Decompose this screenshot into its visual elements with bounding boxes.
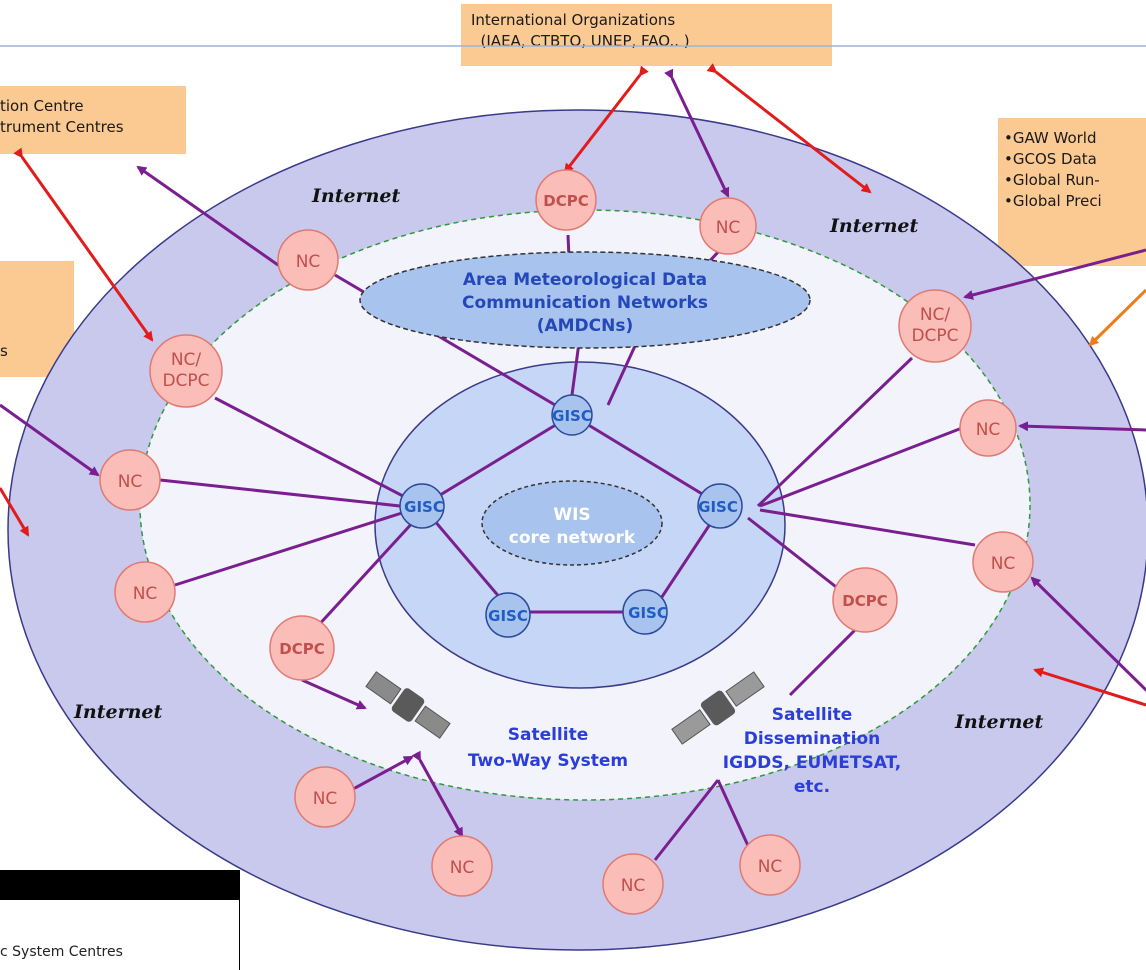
dcpc-node-top: DCPC — [535, 169, 597, 231]
link-nc-gisc-r2 — [759, 508, 976, 547]
svg-text:NC: NC — [991, 554, 1016, 574]
svg-text:NC: NC — [133, 584, 158, 604]
arrow-orange — [1088, 288, 1146, 347]
amdcn-label-3: (AMDCNs) — [537, 316, 634, 336]
svg-text:NC: NC — [976, 420, 1001, 440]
wis-core-label-1: WIS — [553, 505, 590, 525]
instrument-centres-box: tion Centre trument Centres — [0, 86, 186, 154]
svg-text:NC: NC — [313, 789, 338, 809]
amdcn-label-2: Communication Networks — [462, 293, 708, 313]
arrow-nc-sat — [345, 755, 414, 797]
gisc-node-top: GISC — [551, 394, 593, 436]
gisc-node-bottom-left: GISC — [485, 592, 531, 638]
gisc-pentagon-links — [419, 413, 725, 614]
arrow-left-nc — [0, 403, 100, 477]
svg-text:DCPC: DCPC — [842, 592, 887, 610]
gisc-node-bottom-right: GISC — [622, 589, 668, 635]
nc-node-bottom-3: NC — [602, 853, 664, 915]
gisc-nodes: GISC GISC GISC GISC GISC — [399, 394, 743, 638]
arrow-sat-nc — [411, 750, 464, 838]
nc-dcpc-nodes: DCPC NC NC NC/DCPC NC/DCPC NC NC DCPC NC… — [99, 169, 1034, 915]
arrow-right-internet — [1033, 667, 1146, 713]
wis-core-label-2: core network — [509, 528, 636, 548]
dcpc-node-left-low: DCPC — [269, 615, 335, 681]
sat-diss-label-4: etc. — [794, 777, 830, 797]
svg-text:DCPC: DCPC — [911, 326, 958, 346]
arrow-nc-right — [1018, 421, 1146, 432]
sat-diss-label-3: IGDDS, EUMETSAT, — [723, 753, 901, 773]
arrow-intl-dcpc — [563, 65, 649, 174]
link-dcpc-gisc-l — [303, 518, 417, 642]
arrow-leftbox-ncdcpc — [13, 147, 154, 342]
internet-label-bottom-left: Internet — [73, 701, 162, 723]
sat-twoway-label-1: Satellite — [508, 725, 589, 745]
nc-dcpc-node-left: NC/DCPC — [149, 334, 223, 408]
link-ncdcpc-gisc-l — [214, 396, 423, 508]
sat-twoway-label-2: Two-Way System — [468, 751, 628, 771]
gaw-gcos-centres-box: •GAW World •GCOS Data •Global Run- •Glob… — [998, 118, 1146, 266]
nc-node-left-mid: NC — [99, 449, 161, 511]
svg-text:NC/: NC/ — [920, 305, 951, 325]
link-nc-gisc-l1 — [159, 478, 401, 508]
arrow-ncdcpc-right — [963, 248, 1146, 300]
svg-text:NC: NC — [716, 218, 741, 238]
nc-node-bottom-2: NC — [431, 835, 493, 897]
satellite-icon-right — [671, 671, 765, 745]
amdcn-ellipse — [359, 251, 811, 349]
legend-text: c System Centres — [0, 944, 123, 960]
svg-text:DCPC: DCPC — [279, 640, 324, 658]
sat-diss-label-1: Satellite — [772, 705, 853, 725]
link-sat-nc1 — [653, 779, 720, 861]
arrow-intl-internet — [706, 63, 872, 194]
arrow-dcpc-sat — [301, 678, 367, 710]
gisc-node-right: GISC — [697, 483, 743, 529]
internet-label-bottom-right: Internet — [954, 711, 1043, 733]
internet-label-top-left: Internet — [311, 185, 400, 207]
svg-text:DCPC: DCPC — [162, 371, 209, 391]
arrow-left-internet — [0, 487, 30, 537]
nc-node-bottom-1: NC — [294, 766, 356, 828]
svg-text:NC: NC — [621, 876, 646, 896]
nc-node-bottom-4: NC — [739, 834, 801, 896]
internet-label-top-right: Internet — [829, 215, 918, 237]
svg-text:NC: NC — [296, 252, 321, 272]
wis-core-ellipse — [481, 480, 663, 566]
legend-header-bar — [0, 870, 240, 900]
gisc-node-left: GISC — [399, 483, 445, 529]
satellite-icon-left — [365, 671, 451, 739]
arrow-nc-leftbox — [136, 165, 288, 274]
nc-node-right-mid: NC — [959, 399, 1017, 457]
link-sat-nc2 — [716, 779, 752, 851]
svg-text:NC: NC — [450, 858, 475, 878]
amdcn-label-1: Area Meteorological Data — [463, 270, 707, 290]
svg-text:NC: NC — [118, 472, 143, 492]
dcpc-node-right-low: DCPC — [832, 567, 898, 633]
link-nc-gisc-r1 — [759, 426, 963, 508]
svg-text:GISC: GISC — [552, 407, 592, 425]
nc-node-top-left: NC — [277, 229, 339, 291]
nc-node-left-low: NC — [114, 561, 176, 623]
svg-text:GISC: GISC — [628, 604, 668, 622]
nc-node-top-right: NC — [699, 197, 757, 255]
link-nc-gisc-l2 — [174, 510, 406, 587]
svg-text:GISC: GISC — [404, 498, 444, 516]
nc-dcpc-node-right: NC/DCPC — [898, 289, 972, 363]
svg-text:GISC: GISC — [698, 498, 738, 516]
svg-text:DCPC: DCPC — [543, 192, 588, 210]
link-dcpc-sat — [788, 628, 857, 697]
link-ncdcpc-gisc-r — [756, 356, 914, 508]
sat-diss-label-2: Dissemination — [744, 729, 881, 749]
svg-text:NC: NC — [758, 857, 783, 877]
svg-text:NC/: NC/ — [171, 350, 202, 370]
link-dcpc-gisc-r — [747, 516, 841, 592]
svg-text:GISC: GISC — [488, 607, 528, 625]
nc-node-right-low: NC — [972, 531, 1034, 593]
